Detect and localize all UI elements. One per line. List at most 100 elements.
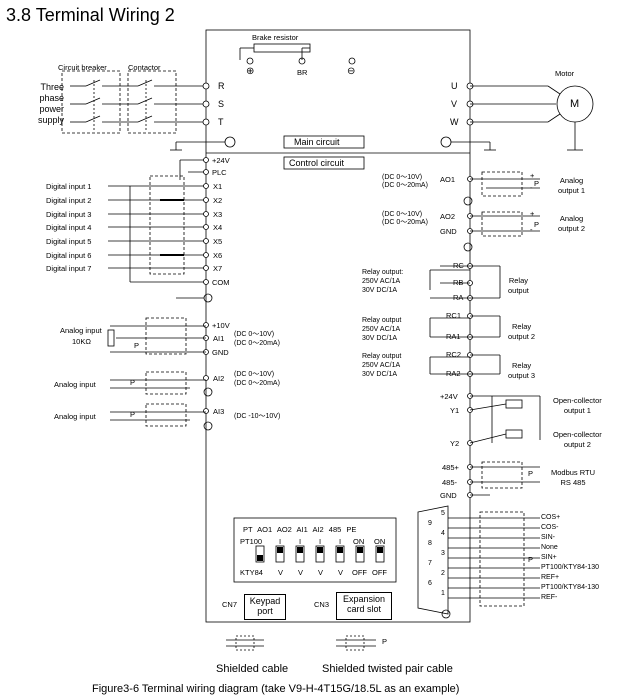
- terminal-ra1: RA1: [446, 332, 461, 341]
- terminal-ai1: AI1: [213, 334, 225, 343]
- analog-input-2-label: Analog input: [54, 380, 96, 389]
- terminal-x1: X1: [213, 182, 223, 191]
- ao1-range-v: (DC 0～10V): [382, 174, 423, 181]
- digital-input-1: Digital input 1: [46, 182, 92, 191]
- digital-input-3: Digital input 3: [46, 210, 92, 219]
- digital-input-4: Digital input 4: [46, 223, 92, 232]
- ao1-range-ma: (DC 0～20mA): [382, 182, 428, 189]
- pin-6: 6: [428, 580, 432, 587]
- terminal-ai3: AI3: [213, 407, 225, 416]
- terminal-485-plus: 485+: [442, 463, 459, 472]
- pin-7: 7: [428, 560, 432, 567]
- terminal-gnd-485: GND: [440, 491, 457, 500]
- dip-off-1: OFF: [352, 568, 367, 577]
- ao2-range-ma: (DC 0～20mA): [382, 219, 428, 226]
- ao1-p: P: [534, 179, 540, 188]
- terminal-ra: RA: [453, 293, 464, 302]
- p-marker-2: P: [130, 378, 136, 387]
- terminal-24v: +24V: [212, 156, 230, 165]
- pin-3: 3: [441, 550, 445, 557]
- encoder-pt100-1: PT100/KTY84-130: [541, 564, 599, 571]
- dip-off-2: OFF: [372, 568, 387, 577]
- ao2-range-v: (DC 0～10V): [382, 211, 423, 218]
- ao2-minus: -: [530, 225, 533, 234]
- circuit-breaker-label: Circuit breaker: [58, 63, 107, 72]
- dip-on-1: ON: [353, 537, 365, 546]
- pot-value: 10KΩ: [72, 337, 91, 346]
- terminal-rb: RB: [453, 278, 464, 287]
- pin-2: 2: [441, 570, 445, 577]
- cn3-label: CN3: [314, 600, 330, 609]
- rs485-p: P: [528, 469, 534, 478]
- terminal-x2: X2: [213, 196, 223, 205]
- terminal-rc: RC: [453, 261, 464, 270]
- terminal-24v-right: +24V: [440, 392, 458, 401]
- terminal-485-minus: 485-: [442, 478, 458, 487]
- terminal-x5: X5: [213, 237, 223, 246]
- encoder-cos-plus: COS+: [541, 514, 561, 521]
- encoder-ref-minus: REF-: [541, 594, 558, 601]
- contactor-label: Contactor: [128, 63, 161, 72]
- br-terminal: BR: [297, 68, 308, 77]
- terminal-u: U: [451, 81, 458, 91]
- terminal-t: T: [218, 117, 224, 127]
- figure-caption: Figure3-6 Terminal wiring diagram (take …: [92, 683, 460, 695]
- terminal-s: S: [218, 99, 225, 109]
- p-marker-1: P: [134, 341, 140, 350]
- encoder-sin-minus: SIN-: [541, 534, 555, 541]
- terminal-x7: X7: [213, 264, 223, 273]
- legend-twisted-pair: Shielded twisted pair cable: [322, 663, 453, 675]
- dip-kty84: KTY84: [240, 568, 263, 577]
- ao2-p: P: [534, 220, 540, 229]
- digital-input-6: Digital input 6: [46, 251, 92, 260]
- encoder-none: None: [541, 544, 558, 551]
- ai2-range-v: (DC 0～10V): [234, 371, 275, 378]
- dip-v-1: V: [278, 568, 284, 577]
- plus-terminal: ⊕: [246, 66, 255, 77]
- minus-terminal: ⊖: [347, 66, 356, 77]
- dip-i-3: I: [319, 537, 322, 546]
- dip-v-3: V: [318, 568, 324, 577]
- dip-i-4: I: [339, 537, 342, 546]
- terminal-ai2: AI2: [213, 374, 225, 383]
- motor-label: Motor: [555, 69, 575, 78]
- terminal-ra2: RA2: [446, 369, 461, 378]
- p-marker-3: P: [130, 410, 136, 419]
- pin-1: 1: [441, 590, 445, 597]
- terminal-w: W: [450, 117, 459, 127]
- dip-i-1: I: [279, 537, 282, 546]
- terminal-r: R: [218, 81, 225, 91]
- encoder-cos-minus: COS-: [541, 524, 559, 531]
- legend-p: P: [382, 637, 388, 646]
- terminal-plc: PLC: [212, 168, 227, 177]
- dip-v-2: V: [298, 568, 304, 577]
- terminal-y2: Y2: [450, 439, 460, 448]
- pin-8: 8: [428, 540, 432, 547]
- terminal-com: COM: [212, 278, 230, 287]
- motor-symbol: M: [570, 98, 580, 110]
- digital-input-2: Digital input 2: [46, 196, 92, 205]
- terminal-x3: X3: [213, 210, 223, 219]
- terminal-rc1: RC1: [446, 311, 462, 320]
- terminal-ao1: AO1: [440, 175, 456, 184]
- ao1-plus: +: [530, 171, 535, 180]
- digital-input-5: Digital input 5: [46, 237, 92, 246]
- ao2-plus: +: [530, 209, 535, 218]
- terminal-x6: X6: [213, 251, 223, 260]
- encoder-p: P: [528, 555, 534, 564]
- dip-pt100: PT100: [240, 537, 263, 546]
- terminal-10v: +10V: [212, 321, 230, 330]
- terminal-y1: Y1: [450, 406, 460, 415]
- pin-9: 9: [428, 520, 432, 527]
- encoder-sin-plus: SIN+: [541, 554, 557, 561]
- encoder-ref-plus: REF+: [541, 574, 560, 581]
